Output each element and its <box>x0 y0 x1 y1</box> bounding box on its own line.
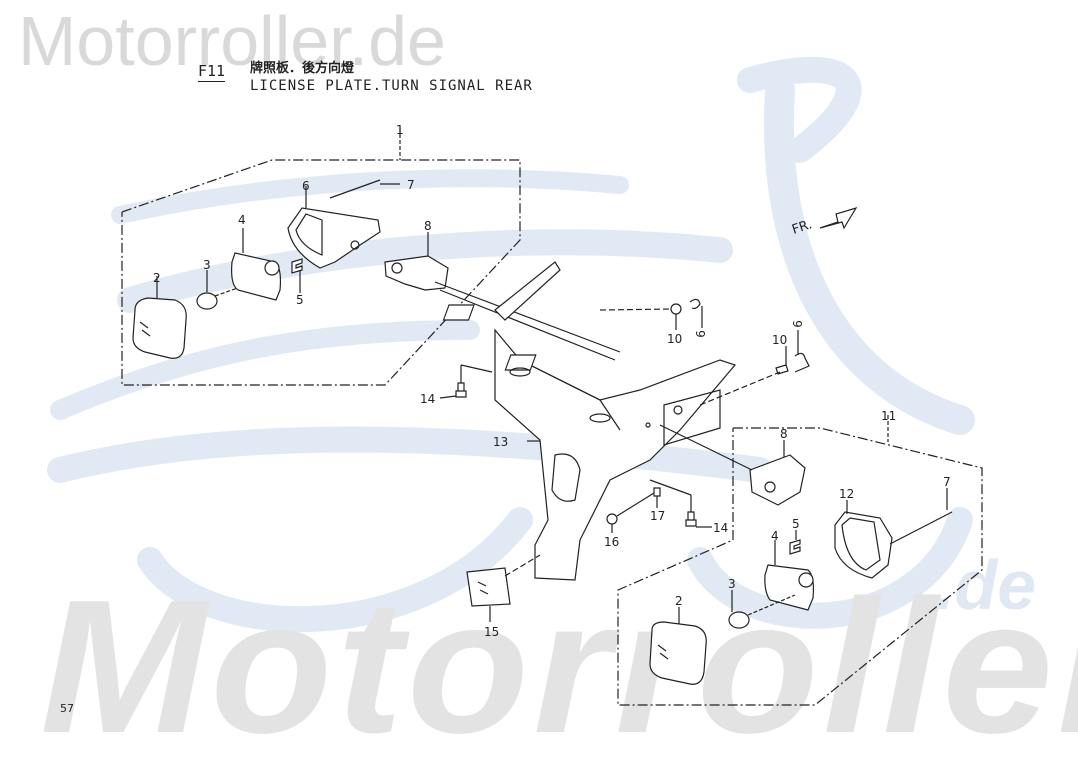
callout-12: 12 <box>839 487 855 501</box>
figure-code: F11 <box>198 62 226 82</box>
housing-left-icon <box>287 207 381 269</box>
watermark-top: Motorroller.de <box>18 2 446 80</box>
clip-left-icon <box>291 258 303 274</box>
assembly-boundary-left <box>121 159 521 386</box>
housing-right-icon <box>834 511 893 579</box>
arrow-forward-icon <box>819 206 858 230</box>
watermark-suffix: .de <box>935 546 1037 624</box>
license-plate-bracket-icon <box>442 261 737 581</box>
reflector-icon <box>466 567 511 607</box>
callout-4-right: 4 <box>771 529 779 543</box>
callout-2-right: 2 <box>675 594 683 608</box>
callout-15: 15 <box>484 625 500 639</box>
callout-3-left: 3 <box>203 258 211 272</box>
callout-13: 13 <box>493 435 509 449</box>
bolt-left-icon <box>455 382 467 398</box>
callout-8-left: 8 <box>424 219 432 233</box>
callout-11: 11 <box>881 409 897 423</box>
clamp-icon <box>689 298 701 310</box>
callout-9-a: 9 <box>692 330 707 338</box>
callout-1: 1 <box>396 123 404 137</box>
mount-bracket-left-icon <box>384 255 449 291</box>
page-number: 57 <box>60 702 74 715</box>
nut-icon <box>653 487 661 497</box>
lens-right-icon <box>649 621 707 685</box>
watermark-bottom: Motorroller <box>40 561 1078 773</box>
callout-14-b: 14 <box>713 521 729 535</box>
bulb-right-icon <box>728 611 750 629</box>
lens-left-icon <box>132 297 187 359</box>
callout-2-left: 2 <box>153 271 161 285</box>
callout-7-right: 7 <box>943 475 951 489</box>
mount-bracket-right-icon <box>749 454 806 506</box>
callout-5-right: 5 <box>792 517 800 531</box>
callout-3-right: 3 <box>728 577 736 591</box>
bolt-right-icon <box>685 511 697 527</box>
title-english: LICENSE PLATE.TURN SIGNAL REAR <box>250 78 533 94</box>
callout-10-a: 10 <box>667 332 683 346</box>
callout-10-b: 10 <box>772 333 788 347</box>
callout-5-left: 5 <box>296 293 304 307</box>
socket-left-icon <box>231 252 282 301</box>
grommet-icon <box>670 303 682 315</box>
callout-8-right: 8 <box>780 427 788 441</box>
callout-7-left: 7 <box>407 178 415 192</box>
callout-17: 17 <box>650 509 666 523</box>
callout-16: 16 <box>604 535 620 549</box>
callout-14-a: 14 <box>420 392 436 406</box>
callout-4-left: 4 <box>238 213 246 227</box>
washer-icon <box>606 513 618 525</box>
title-chinese: 牌照板．後方向燈 <box>250 61 355 76</box>
clip-right-icon <box>789 539 801 555</box>
bulb-left-icon <box>196 292 218 310</box>
callout-6-left: 6 <box>302 179 310 193</box>
callout-9-b: 9 <box>789 320 804 328</box>
